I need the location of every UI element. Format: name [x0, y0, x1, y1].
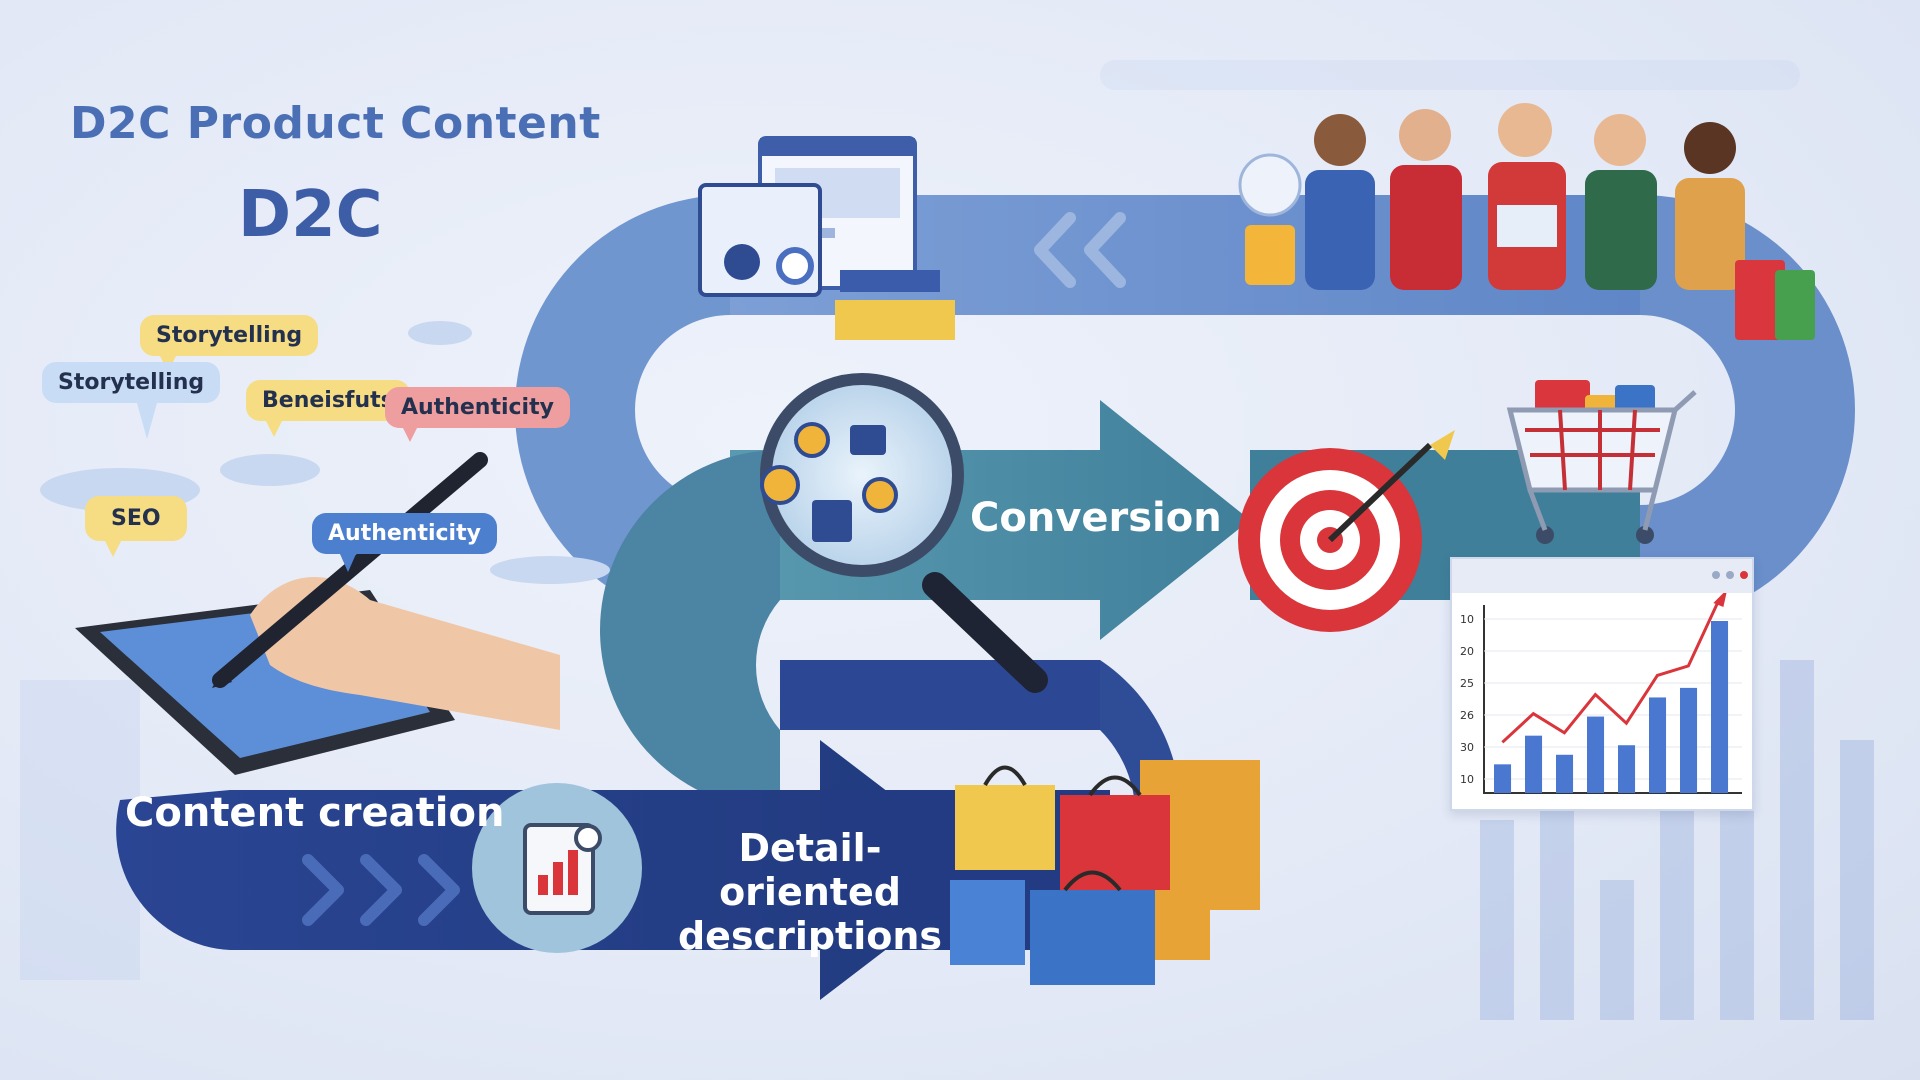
chart-bar: [1649, 697, 1667, 793]
step-label-content-creation: Content creation: [125, 790, 505, 836]
chart-bar: [1494, 764, 1512, 793]
browser-window-icon: [698, 136, 955, 340]
step-label-conversion: Conversion: [970, 495, 1222, 541]
chart-tick-label: 10: [1460, 613, 1474, 626]
shopping-cart-icon: [1506, 380, 1697, 544]
bubble-storytelling-top: Storytelling: [140, 315, 319, 372]
chevron-icon: [1034, 212, 1126, 288]
chart-tick-label: 26: [1460, 709, 1474, 722]
chart-tick-label: 25: [1460, 677, 1474, 690]
window-dot-icon: [1726, 571, 1734, 579]
chart-bar: [1711, 621, 1729, 793]
window-dot-icon: [1712, 571, 1720, 579]
chart-tick-label: 20: [1460, 645, 1474, 658]
step-label-detail-line1: Detail-oriented: [719, 826, 901, 914]
bubble-seo: SEO: [85, 496, 187, 557]
chart-tick-label: 10: [1460, 773, 1474, 786]
chart-card-header: [1452, 559, 1752, 593]
bubble-authenticity-top: Authenticity: [385, 387, 570, 442]
growth-chart: 10 20 25 26 30 10: [1460, 593, 1742, 794]
chart-bar: [1556, 754, 1574, 793]
bubble-authenticity-pen: Authenticity: [312, 513, 497, 572]
chart-bar: [1525, 735, 1543, 793]
hand-illustration: [250, 577, 560, 730]
step-label-detail-descriptions: Detail-oriented descriptions: [675, 826, 945, 958]
page-subtitle: D2C: [238, 178, 383, 252]
chart-trend-arrowhead: [1713, 593, 1727, 607]
window-dot-icon: [1740, 571, 1748, 579]
chart-bar: [1618, 745, 1636, 793]
chart-bar: [1587, 716, 1605, 793]
shopping-bags-icon: [950, 760, 1260, 985]
bubble-beneisfuts: Beneisfuts: [246, 380, 410, 437]
magnifier-icon: [760, 373, 1048, 693]
page-title: D2C Product Content: [70, 98, 601, 149]
step-label-detail-line2: descriptions: [677, 914, 943, 958]
bubble-storytelling-left: Storytelling: [42, 362, 221, 439]
growth-chart-card: 10 20 25 26 30 10: [1450, 557, 1754, 811]
clouds-decor: [40, 321, 610, 584]
target-icon: [1238, 430, 1455, 632]
customers-group-illustration: [1238, 103, 1815, 340]
report-icon: [472, 783, 642, 953]
chart-bar: [1680, 687, 1698, 793]
chart-trend-line: [1501, 598, 1721, 744]
chart-tick-label: 30: [1460, 741, 1474, 754]
chevron-icon: [302, 854, 460, 926]
